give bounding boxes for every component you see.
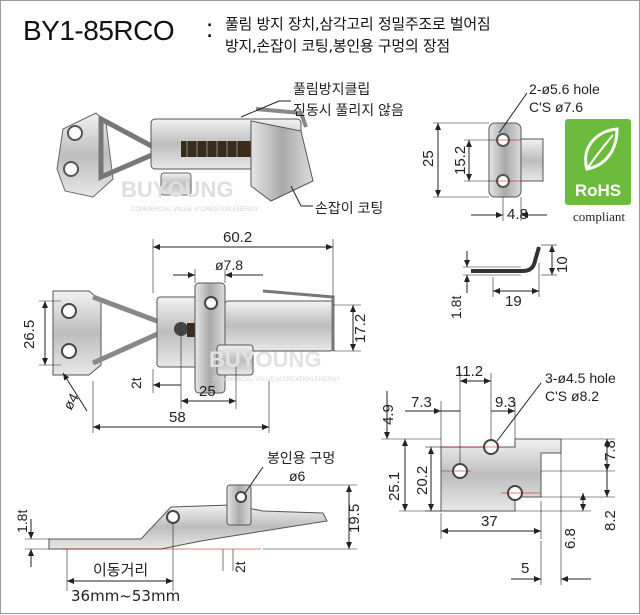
latch-photo-angled: [56, 107, 314, 202]
dim-9-3: 9.3: [495, 394, 516, 411]
dim-58: 58: [169, 409, 186, 426]
watermark-tagline-1: COMMERCIAL VALUE of CREATION ENERGY: [131, 207, 258, 213]
dim-7-8: ø7.8: [215, 257, 243, 273]
rohs-box: [565, 119, 631, 205]
label-no-loosen: 진동시 풀리지 않음: [293, 102, 404, 118]
dim-10: 10: [554, 256, 571, 273]
dim-19: 19: [505, 293, 522, 310]
dim-hole-3: 3-ø4.5 hole: [545, 370, 616, 386]
dim-20-2: 20.2: [414, 466, 431, 495]
dim-cs-2: C'S ø7.6: [529, 99, 583, 115]
leader-clip: [240, 100, 280, 118]
label-travel-range: 36mm~53mm: [71, 587, 180, 605]
dim-8-2: 8.2: [602, 510, 619, 531]
dim-37: 37: [481, 513, 498, 530]
dim-2t-a: 2t: [128, 377, 144, 389]
dim-11-2: 11.2: [455, 363, 483, 380]
dim-60-2: 60.2: [223, 229, 252, 246]
dim-26-5: 26.5: [21, 320, 38, 349]
title-line-1: 풀림 방지 장치,삼각고리 정밀주조로 벌어짐: [225, 15, 491, 33]
dim-6-8: 6.8: [562, 528, 579, 549]
base-plate-view: [440, 438, 562, 512]
dim-25: 25: [420, 150, 437, 167]
dim-7-8b: 7.8: [602, 440, 619, 461]
watermark-brand-2: BUYOUNG: [209, 347, 321, 372]
rohs-badge: RoHS compliant: [559, 119, 633, 231]
label-seal-hole: 봉인용 구멍: [267, 450, 335, 466]
title-line-2: 방지,손잡이 코팅,봉인용 구멍의 장점: [225, 37, 450, 55]
dim-15-2: 15.2: [452, 146, 469, 175]
label-travel: 이동거리: [93, 561, 148, 579]
dim-25-1: 25.1: [386, 472, 403, 501]
dim-1-8t-a: 1.8t: [448, 296, 464, 319]
dim-7-3: 7.3: [411, 394, 432, 411]
dim-4: ø4: [60, 390, 82, 412]
dim-4-8: 4.8: [507, 206, 528, 223]
dim-1-8t-b: 1.8t: [14, 510, 30, 533]
dim-17-2: 17.2: [352, 314, 369, 343]
latch-side-view: [48, 484, 328, 550]
label-handle-coating: 손잡이 코팅: [315, 200, 383, 216]
keeper-plate-view: [488, 122, 544, 198]
leader-handle: [290, 185, 302, 207]
dim-4-9: 4.9: [380, 404, 397, 425]
dim-25b: 25: [199, 383, 216, 400]
dim-hole-2: 2-ø5.6 hole: [529, 81, 600, 97]
leaf-icon: [584, 127, 619, 171]
dim-6: ø6: [289, 468, 306, 484]
dim-5: 5: [521, 560, 529, 577]
watermark-tagline-2: COMMERCIAL VALUE of CREATION ENERGY: [213, 377, 340, 383]
rohs-label: RoHS: [574, 181, 622, 200]
label-clip: 풀림방지클립: [293, 81, 370, 97]
latch-front-view: [52, 282, 335, 394]
title-colon: :: [206, 13, 214, 43]
rohs-compliant: compliant: [573, 209, 625, 224]
dim-19-5: 19.5: [346, 504, 363, 533]
dim-2t-b: 2t: [232, 561, 248, 573]
dim-cs-3: C'S ø8.2: [545, 388, 599, 404]
watermark-brand-1: BUYOUNG: [121, 177, 233, 202]
hook-profile: [471, 246, 541, 273]
product-code: BY1-85RCO: [23, 15, 175, 46]
